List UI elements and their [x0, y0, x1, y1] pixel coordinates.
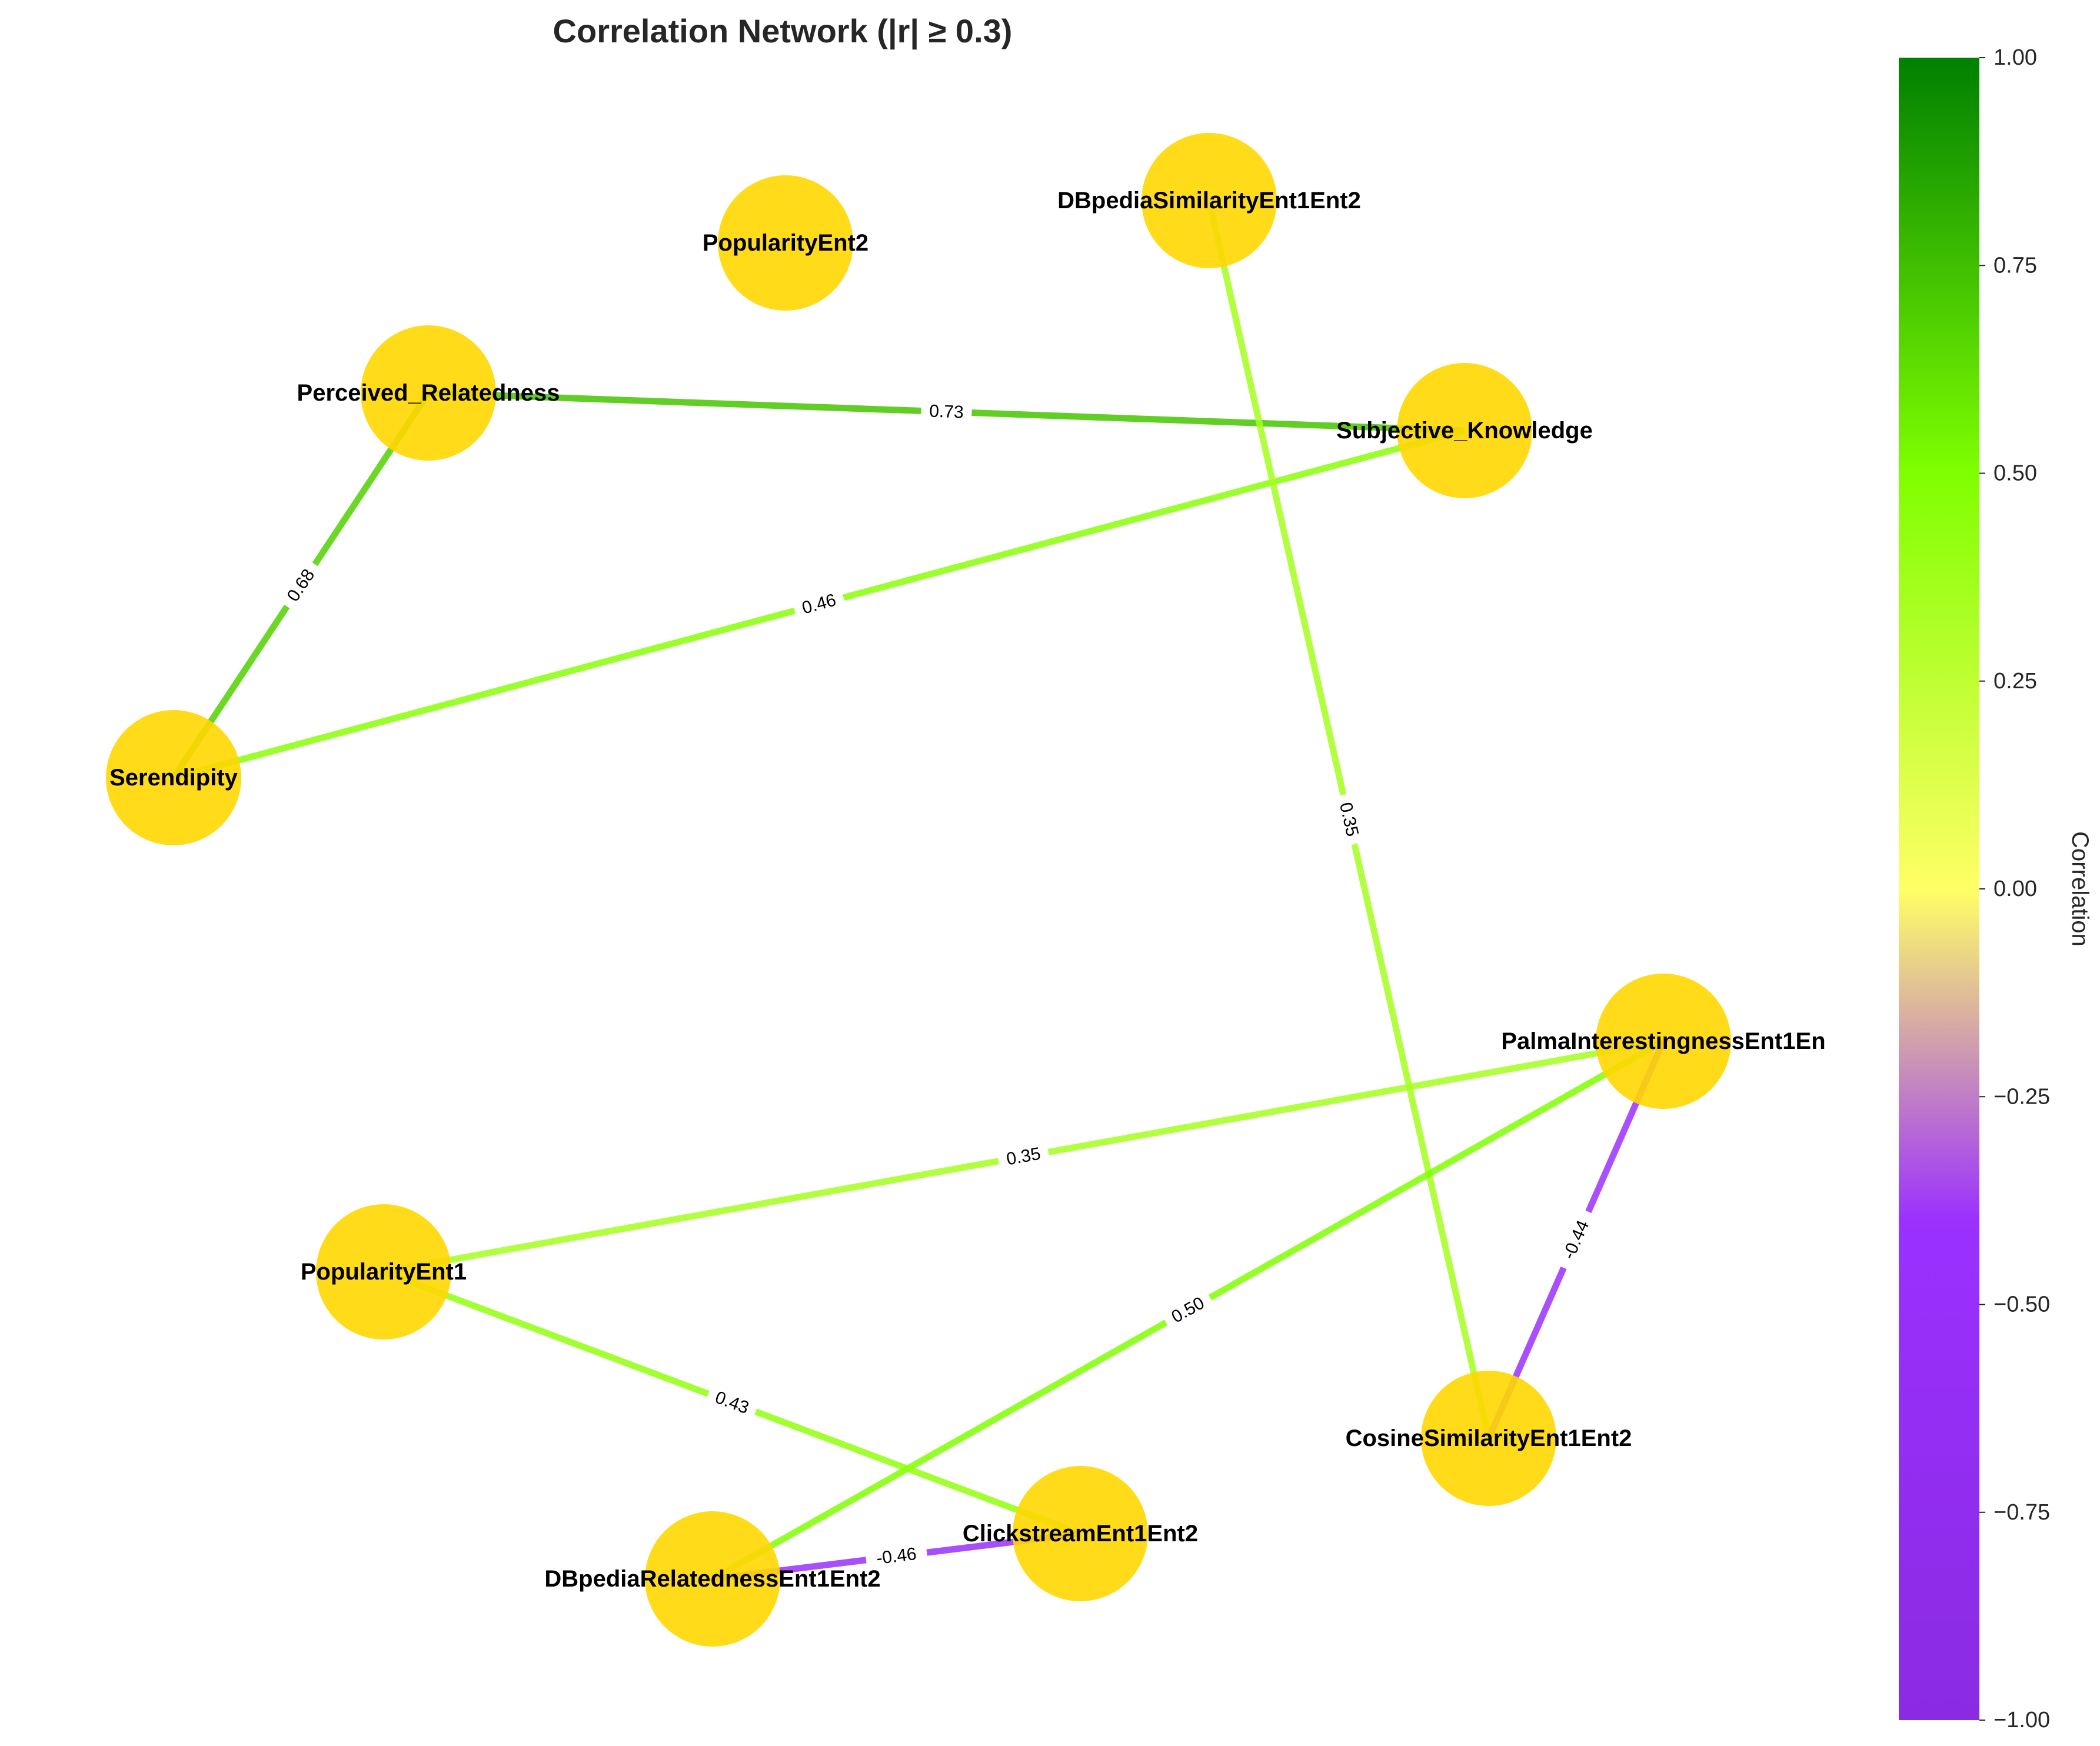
node-label-PalmaInterestingnessEnt1En: PalmaInterestingnessEnt1En	[1501, 1028, 1825, 1054]
edge-label-background	[791, 586, 847, 621]
edge-label-background	[704, 1382, 760, 1422]
colorbar-tick-label: −0.75	[1993, 1500, 2050, 1525]
colorbar-tick-label: 0.00	[1993, 877, 2037, 901]
edge-label-background	[277, 558, 324, 612]
node-DBpediaSimilarityEnt1Ent2	[1141, 133, 1277, 268]
edge-label-text: 0.46	[800, 590, 838, 618]
edge-label-text: 0.73	[929, 401, 964, 422]
node-DBpediaRelatednessEnt1Ent2	[645, 1511, 780, 1647]
node-label-CosineSimilarityEnt1Ent2: CosineSimilarityEnt1Ent2	[1346, 1425, 1632, 1451]
edge-label-8: -0.46	[864, 1541, 928, 1571]
edge-label-text: 0.35	[1336, 801, 1362, 838]
node-label-Perceived_Relatedness: Perceived_Relatedness	[297, 380, 560, 406]
colorbar: 1.00 0.75 0.50 0.25 0.00 −0.25 −0.50 −0.75 −1.00…	[1899, 45, 2093, 1732]
edge-label-7: 0.43	[704, 1382, 760, 1422]
edge-label-1: 0.68	[277, 558, 324, 612]
edge-label-background	[864, 1541, 928, 1571]
edge-label-background	[1160, 1287, 1216, 1332]
node-label-ClickstreamEnt1Ent2: ClickstreamEnt1Ent2	[963, 1521, 1198, 1547]
colorbar-ticks: 1.00 0.75 0.50 0.25 0.00 −0.25 −0.50 −0.75 −1.00	[1979, 45, 2050, 1732]
node-label-Subjective_Knowledge: Subjective_Knowledge	[1336, 418, 1593, 444]
colorbar-tick-label: 0.50	[1993, 461, 2037, 486]
node-Perceived_Relatedness	[361, 325, 496, 461]
node-PalmaInterestingnessEnt1En	[1596, 974, 1731, 1109]
node-ClickstreamEnt1Ent2	[1013, 1466, 1148, 1601]
colorbar-tick-label: 0.25	[1993, 669, 2037, 694]
colorbar-tick-label: −1.00	[1993, 1708, 2050, 1732]
edge-label-2: 0.46	[791, 586, 847, 621]
chart-title: Correlation Network (|r| ≥ 0.3)	[553, 12, 1013, 50]
edge-label-background	[920, 399, 973, 424]
node-PopularityEnt2	[718, 175, 853, 311]
colorbar-tick-label: 1.00	[1993, 45, 2037, 70]
node-label-PopularityEnt2: PopularityEnt2	[703, 230, 868, 256]
edge-label-0: 0.73	[920, 399, 973, 424]
edge-label-6: -0.44	[1553, 1207, 1598, 1272]
edge-label-4: 0.35	[996, 1140, 1051, 1172]
node-label-DBpediaSimilarityEnt1Ent2: DBpediaSimilarityEnt1Ent2	[1057, 188, 1361, 214]
node-CosineSimilarityEnt1Ent2	[1421, 1371, 1556, 1506]
colorbar-tick-label: −0.50	[1993, 1292, 2050, 1317]
nodes-layer	[106, 133, 1731, 1647]
colorbar-gradient	[1899, 58, 1979, 1720]
edge-label-background	[1333, 792, 1366, 847]
node-Serendipity	[106, 710, 241, 845]
node-label-DBpediaRelatednessEnt1Ent2: DBpediaRelatednessEnt1Ent2	[544, 1566, 880, 1592]
node-labels-layer: PopularityEnt2 DBpediaSimilarityEnt1Ent2P…	[109, 188, 1826, 1592]
node-label-PopularityEnt1: PopularityEnt1	[301, 1259, 467, 1285]
node-label-Serendipity: Serendipity	[109, 765, 238, 791]
edge-label-background	[1553, 1207, 1598, 1272]
edge-label-background	[996, 1140, 1051, 1172]
node-Subjective_Knowledge	[1397, 363, 1532, 498]
node-PopularityEnt1	[316, 1204, 451, 1340]
colorbar-label: Correlation	[2067, 831, 2093, 947]
colorbar-tick-label: −0.25	[1993, 1084, 2050, 1109]
colorbar-tick-label: 0.75	[1993, 253, 2037, 278]
edge-labels-layer: 0.73 0.68 0.46 0.35 0.35 0.50 -0.44 0.43 -0.46	[277, 399, 1598, 1571]
edge-label-5: 0.50	[1160, 1287, 1216, 1332]
edge-label-3: 0.35	[1333, 792, 1366, 847]
